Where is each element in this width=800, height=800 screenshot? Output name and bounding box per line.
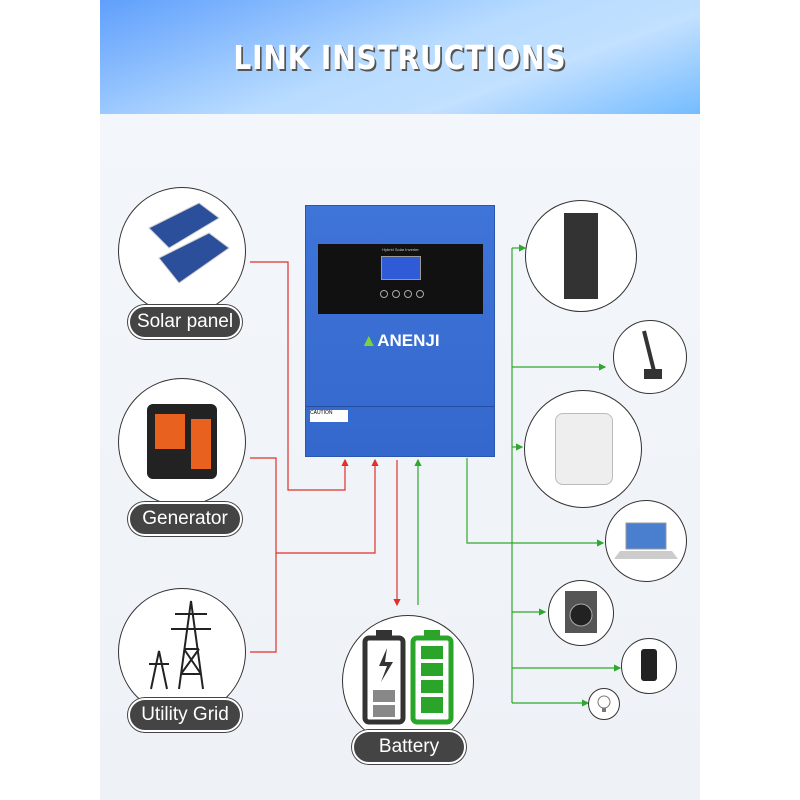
load-laptop [605,500,687,582]
load-smartphone [621,638,677,694]
inverter-buttons [380,290,424,298]
battery-circle [342,615,474,747]
generator-circle [118,378,246,506]
solar-panel-label: Solar panel [128,305,242,339]
load-washing-machine [548,580,614,646]
generator-line [250,457,379,554]
refrigerator-icon [564,213,598,299]
header-banner: LINK INSTRUCTIONS [100,0,700,114]
washing-machine-icon [565,591,597,633]
light-bulb-icon [597,695,611,712]
power-tower-icon [149,600,211,690]
brand-logo: ▲ANENJI [360,331,440,350]
load-light-bulb [588,688,620,720]
logo-mark: ▲ [360,331,378,350]
lcd-screen [381,256,421,280]
inverter-divider [306,406,494,407]
output-line [466,458,512,544]
grid-line [250,553,277,653]
display-caption: Hybrid Solar Inverter [382,247,419,252]
utility-grid-label: Utility Grid [128,698,242,732]
load-refrigerator [525,200,637,312]
battery-label: Battery [352,730,466,764]
inverter: Hybrid Solar Inverter ▲ANENJI CAUTION [305,205,495,457]
laptop-icon [614,522,678,559]
generator-icon [147,404,217,479]
solar-panel-circle [118,187,246,315]
page-title: LINK INSTRUCTIONS [233,37,567,77]
utility-grid-circle [118,588,246,716]
solar-line [250,261,349,491]
load-air-fryer [524,390,642,508]
load-cordless-vacuum [613,320,687,394]
smartphone-icon [641,649,657,681]
caution-label: CAUTION [310,410,348,422]
inverter-display-panel: Hybrid Solar Inverter [318,244,483,314]
air-fryer-icon [555,413,613,485]
vacuum-icon [642,330,662,379]
battery-icon [362,630,454,725]
generator-label: Generator [128,502,242,536]
solar-panel-icon [148,202,230,284]
